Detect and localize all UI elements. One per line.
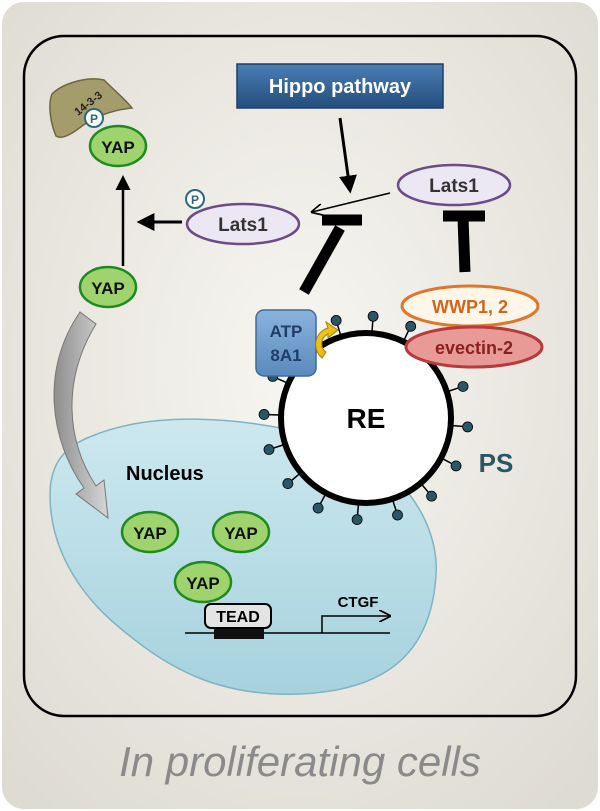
atp8a1-label-line1: ATP	[270, 322, 303, 341]
ps-lipid-stem	[276, 377, 287, 384]
yap-phospho-label: YAP	[101, 138, 134, 157]
yap-nuclear-node-3	[173, 560, 233, 604]
re-label: RE	[347, 403, 386, 434]
yap-cytoplasm-label: YAP	[91, 279, 124, 298]
yap-nuclear-node-2	[211, 510, 271, 554]
yap-cytoplasm-node	[78, 265, 138, 309]
ps-lipid-stem	[403, 329, 410, 341]
nucleus-label: Nucleus	[126, 463, 204, 485]
ps-lipid-stem	[371, 320, 374, 332]
ps-lipid-head	[405, 320, 417, 332]
lats1-top-node	[396, 163, 512, 207]
yap-phospho-node	[88, 124, 148, 168]
ctgf-transcription-arrow	[321, 616, 390, 633]
ps-lipid-head	[312, 502, 324, 514]
ctgf-label: CTGF	[338, 594, 379, 611]
atp8a1-box	[255, 309, 317, 377]
yap-nuclear-label-1: YAP	[133, 524, 166, 543]
ps-lipid-head	[330, 315, 342, 326]
wwp-label: WWP1, 2	[432, 297, 508, 317]
lats1-top-label: Lats1	[429, 176, 479, 197]
ps-lipid-stem	[356, 504, 360, 516]
ps-lipid-head	[282, 478, 294, 489]
lats1-phospho-label: P	[191, 193, 199, 207]
ps-lipid-head	[392, 509, 403, 521]
ps-lipid-stem	[272, 444, 284, 449]
ps-lipid-stem	[452, 424, 464, 428]
hippo-pathway-label: Hippo pathway	[269, 76, 412, 98]
tead-box	[204, 603, 272, 629]
ps-lipid-stem	[448, 387, 460, 392]
lats1-phospho-badge	[185, 189, 205, 209]
hippo-arrow	[338, 117, 357, 194]
yap-phospho-badge-label: P	[90, 112, 98, 126]
lats1-p-node	[185, 202, 301, 246]
evectin-node	[404, 325, 544, 369]
ps-lipid-stem	[336, 324, 342, 336]
cell-frame	[22, 34, 578, 718]
ps-lipid-stem	[442, 458, 453, 465]
recycling-endosome	[278, 330, 454, 506]
translocation-arrow	[53, 311, 109, 520]
ps-lipid-head	[351, 514, 363, 526]
ps-label: PS	[479, 448, 514, 478]
yap-nuclear-node-1	[120, 510, 180, 554]
caption: In proliferating cells	[119, 738, 481, 785]
ps-lipid-stem	[290, 473, 300, 482]
ps-lipid-stem	[392, 500, 397, 512]
ps-lipid-head	[258, 409, 270, 420]
ps-lipid-stem	[421, 484, 430, 494]
atp8a1-label-line2: 8A1	[270, 346, 301, 365]
lats1-p-label: Lats1	[218, 215, 268, 236]
ps-lipid-head	[367, 310, 379, 322]
evectin-label: evectin-2	[435, 338, 513, 358]
yap-nuclear-label-2: YAP	[224, 524, 257, 543]
hippo-pathway-box	[236, 63, 444, 109]
ps-lipid-head	[263, 444, 275, 455]
flippase-arrow	[315, 320, 339, 359]
yap-phospho-badge	[84, 108, 104, 128]
ps-lipid-head	[426, 490, 437, 502]
wwp-inhibition-bar	[457, 217, 471, 273]
tead-binding-site	[214, 627, 264, 639]
lats1-to-center-arrow	[312, 192, 391, 212]
ps-lipid-head	[450, 460, 462, 472]
protein-14-3-3	[49, 78, 134, 138]
ps-lipid-stem	[319, 494, 326, 505]
tead-label: TEAD	[216, 609, 260, 626]
ps-lipid-head	[457, 381, 469, 392]
atp8a1-inhibition-bar	[299, 225, 345, 295]
yap-nuclear-label-3: YAP	[186, 574, 219, 593]
ps-lipid-head	[462, 421, 474, 433]
